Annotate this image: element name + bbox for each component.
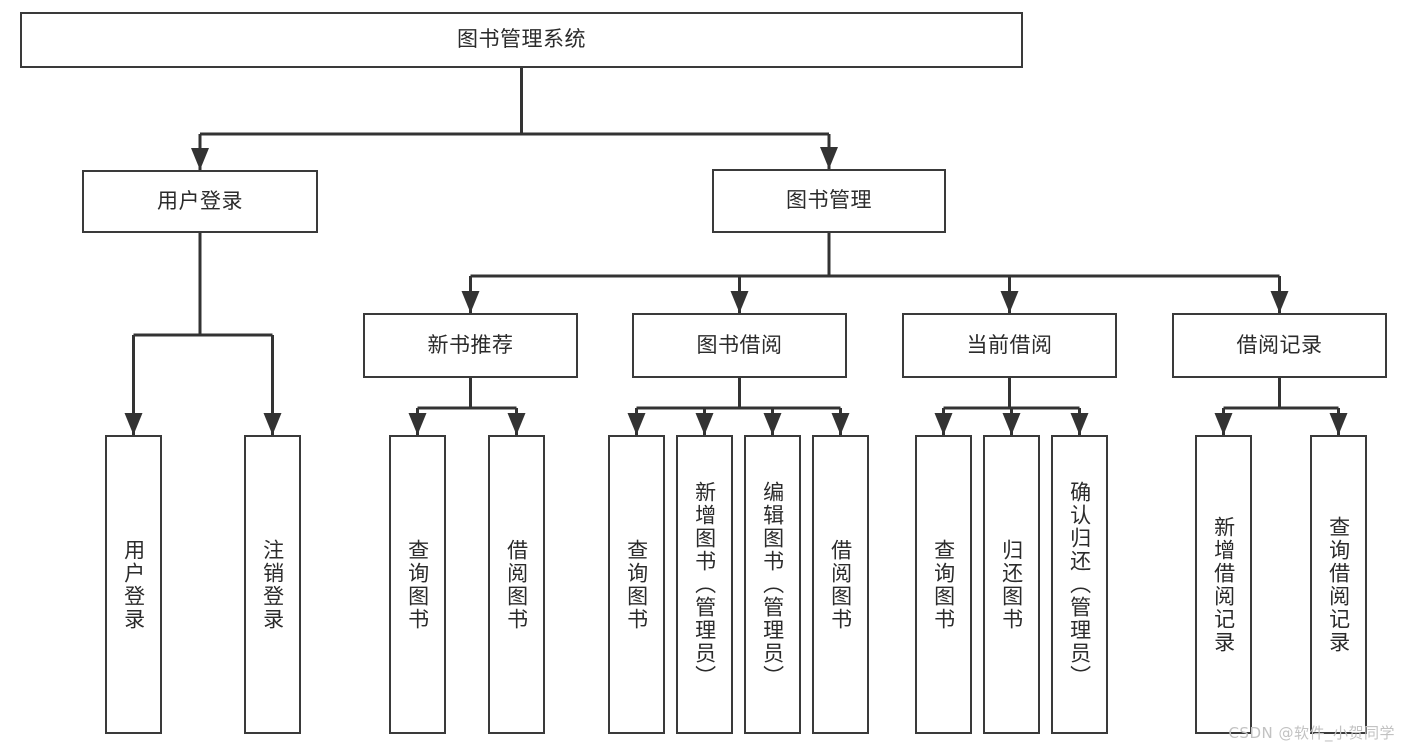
node-label-root: 图书管理系统: [457, 27, 586, 52]
arrowhead-leaf-return-book: [1002, 413, 1021, 435]
node-leaf-borrow-book-2[interactable]: 借阅图书: [812, 435, 869, 734]
node-label-leaf-edit-book: 编辑图书（管理员）: [760, 481, 785, 688]
node-borrow[interactable]: 图书借阅: [632, 313, 847, 378]
arrowhead-leaf-q-book-1: [408, 413, 427, 435]
node-label-leaf-q-book-1: 查询图书: [405, 538, 430, 631]
node-current[interactable]: 当前借阅: [902, 313, 1117, 378]
node-leaf-borrow-book-1[interactable]: 借阅图书: [488, 435, 545, 734]
node-label-leaf-confirm-return: 确认归还（管理员）: [1067, 481, 1092, 688]
arrowhead-leaf-user-login: [124, 413, 143, 435]
node-leaf-edit-book[interactable]: 编辑图书（管理员）: [744, 435, 801, 734]
arrowhead-leaf-add-record: [1214, 413, 1233, 435]
node-leaf-confirm-return[interactable]: 确认归还（管理员）: [1051, 435, 1108, 734]
node-label-leaf-query-record: 查询借阅记录: [1326, 515, 1351, 654]
arrowhead-leaf-q-book-2: [627, 413, 646, 435]
node-label-leaf-borrow-book-1: 借阅图书: [504, 538, 529, 631]
node-login[interactable]: 用户登录: [82, 170, 318, 233]
node-newrec[interactable]: 新书推荐: [363, 313, 578, 378]
arrowhead-current: [1000, 291, 1019, 313]
node-label-leaf-user-login: 用户登录: [121, 538, 146, 631]
node-label-leaf-borrow-book-2: 借阅图书: [828, 538, 853, 631]
arrowhead-leaf-query-record: [1329, 413, 1348, 435]
arrowhead-leaf-q-book-3: [934, 413, 953, 435]
arrowhead-newrec: [461, 291, 480, 313]
node-leaf-add-book[interactable]: 新增图书（管理员）: [676, 435, 733, 734]
node-label-newrec: 新书推荐: [427, 332, 514, 357]
node-label-records: 借阅记录: [1236, 332, 1323, 357]
node-label-current: 当前借阅: [966, 332, 1053, 357]
node-label-leaf-return-book: 归还图书: [999, 538, 1024, 631]
node-label-borrow: 图书借阅: [696, 332, 783, 357]
node-leaf-q-book-2[interactable]: 查询图书: [608, 435, 665, 734]
node-records[interactable]: 借阅记录: [1172, 313, 1387, 378]
csdn-watermark: CSDN @软件_小贺同学: [1228, 724, 1395, 742]
node-leaf-user-login[interactable]: 用户登录: [105, 435, 162, 734]
node-bookmgmt[interactable]: 图书管理: [712, 169, 946, 233]
arrowhead-records: [1270, 291, 1289, 313]
node-label-login: 用户登录: [157, 188, 243, 213]
arrowhead-leaf-borrow-book-2: [831, 413, 850, 435]
node-leaf-q-book-3[interactable]: 查询图书: [915, 435, 972, 734]
node-label-leaf-q-book-3: 查询图书: [931, 538, 956, 631]
arrowhead-leaf-logout: [263, 413, 282, 435]
node-label-leaf-q-book-2: 查询图书: [624, 538, 649, 631]
node-root[interactable]: 图书管理系统: [20, 12, 1023, 68]
arrowhead-leaf-edit-book: [763, 413, 782, 435]
arrowhead-bookmgmt: [820, 147, 838, 169]
node-leaf-query-record[interactable]: 查询借阅记录: [1310, 435, 1367, 734]
node-leaf-logout[interactable]: 注销登录: [244, 435, 301, 734]
node-label-leaf-logout: 注销登录: [260, 538, 285, 631]
node-label-bookmgmt: 图书管理: [786, 188, 872, 213]
arrowhead-login: [191, 148, 209, 170]
arrowhead-borrow: [730, 291, 749, 313]
arrowhead-leaf-borrow-book-1: [507, 413, 526, 435]
node-label-leaf-add-book: 新增图书（管理员）: [692, 481, 717, 688]
arrowhead-leaf-add-book: [695, 413, 714, 435]
node-leaf-return-book[interactable]: 归还图书: [983, 435, 1040, 734]
node-leaf-add-record[interactable]: 新增借阅记录: [1195, 435, 1252, 734]
arrowhead-leaf-confirm-return: [1070, 413, 1089, 435]
node-leaf-q-book-1[interactable]: 查询图书: [389, 435, 446, 734]
node-label-leaf-add-record: 新增借阅记录: [1211, 515, 1236, 654]
